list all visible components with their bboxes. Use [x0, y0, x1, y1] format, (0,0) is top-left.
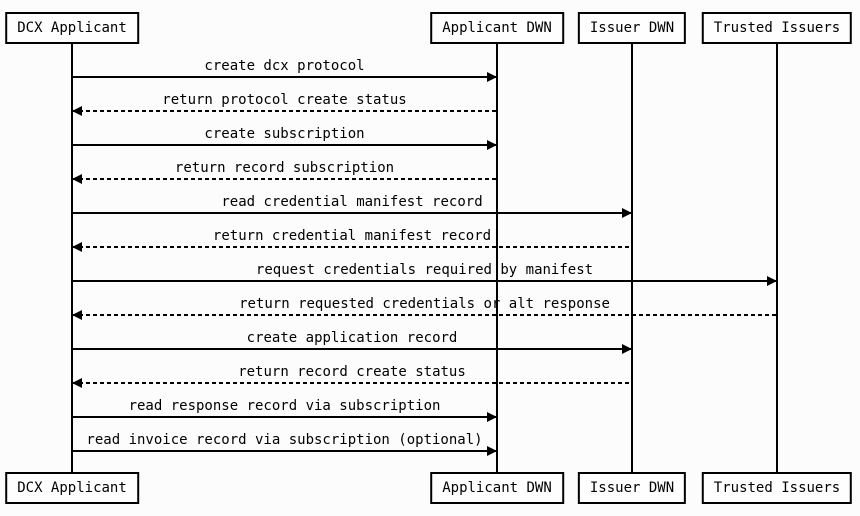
- lifeline-issuer-dwn: [631, 44, 633, 472]
- message-read-response-record-via-subscription: read response record via subscription: [72, 397, 497, 425]
- message-return-credential-manifest-record: return credential manifest record: [72, 227, 632, 255]
- participant-box-trusted-issuers-bottom: Trusted Issuers: [701, 472, 853, 504]
- arrowhead-left-icon: [72, 174, 82, 184]
- message-label: return record subscription: [174, 160, 395, 176]
- arrowhead-left-icon: [72, 242, 82, 252]
- message-label: create dcx protocol: [204, 58, 365, 74]
- message-label: return requested credentials or alt resp…: [239, 296, 610, 312]
- message-label: return credential manifest record: [212, 228, 492, 244]
- message-line-dashed: [72, 246, 632, 248]
- lifeline-applicant-dwn: [496, 44, 498, 472]
- message-read-credential-manifest-record: read credential manifest record: [72, 193, 632, 221]
- arrowhead-right-icon: [622, 344, 632, 354]
- message-label: read credential manifest record: [221, 194, 483, 210]
- message-label: request credentials required by manifest: [255, 262, 594, 278]
- message-label: return record create status: [238, 364, 466, 380]
- arrowhead-left-icon: [72, 378, 82, 388]
- participant-box-issuer-dwn-bottom: Issuer DWN: [577, 472, 687, 504]
- participant-box-dcx-applicant-top: DCX Applicant: [5, 12, 139, 44]
- message-line-dashed: [72, 314, 777, 316]
- message-line-dashed: [72, 178, 497, 180]
- message-return-record-subscription: return record subscription: [72, 159, 497, 187]
- message-line-solid: [72, 144, 497, 146]
- participant-box-applicant-dwn-top: Applicant DWN: [430, 12, 564, 44]
- participant-box-dcx-applicant-bottom: DCX Applicant: [5, 472, 139, 504]
- participant-box-trusted-issuers-top: Trusted Issuers: [701, 12, 853, 44]
- participant-box-issuer-dwn-top: Issuer DWN: [577, 12, 687, 44]
- message-line-solid: [72, 416, 497, 418]
- arrowhead-right-icon: [622, 208, 632, 218]
- message-return-protocol-create-status: return protocol create status: [72, 91, 497, 119]
- message-request-credentials-required-by-manifest: request credentials required by manifest: [72, 261, 777, 289]
- message-label: read response record via subscription: [128, 398, 441, 414]
- message-line-solid: [72, 450, 497, 452]
- message-line-solid: [72, 76, 497, 78]
- arrowhead-right-icon: [487, 412, 497, 422]
- message-read-invoice-record-via-subscription-optional: read invoice record via subscription (op…: [72, 431, 497, 459]
- lifeline-trusted-issuers: [776, 44, 778, 472]
- message-return-requested-credentials-or-alt-response: return requested credentials or alt resp…: [72, 295, 777, 323]
- message-line-solid: [72, 280, 777, 282]
- message-label: return protocol create status: [162, 92, 407, 108]
- arrowhead-right-icon: [487, 446, 497, 456]
- message-label: create application record: [246, 330, 458, 346]
- arrowhead-right-icon: [767, 276, 777, 286]
- message-line-dashed: [72, 110, 497, 112]
- message-line-solid: [72, 348, 632, 350]
- message-create-application-record: create application record: [72, 329, 632, 357]
- message-return-record-create-status: return record create status: [72, 363, 632, 391]
- message-label: create subscription: [204, 126, 365, 142]
- message-line-solid: [72, 212, 632, 214]
- arrowhead-right-icon: [487, 140, 497, 150]
- message-create-subscription: create subscription: [72, 125, 497, 153]
- message-label: read invoice record via subscription (op…: [86, 432, 483, 448]
- participant-box-applicant-dwn-bottom: Applicant DWN: [430, 472, 564, 504]
- message-create-dcx-protocol: create dcx protocol: [72, 57, 497, 85]
- arrowhead-left-icon: [72, 106, 82, 116]
- arrowhead-left-icon: [72, 310, 82, 320]
- arrowhead-right-icon: [487, 72, 497, 82]
- lifeline-dcx-applicant: [71, 44, 73, 472]
- message-line-dashed: [72, 382, 632, 384]
